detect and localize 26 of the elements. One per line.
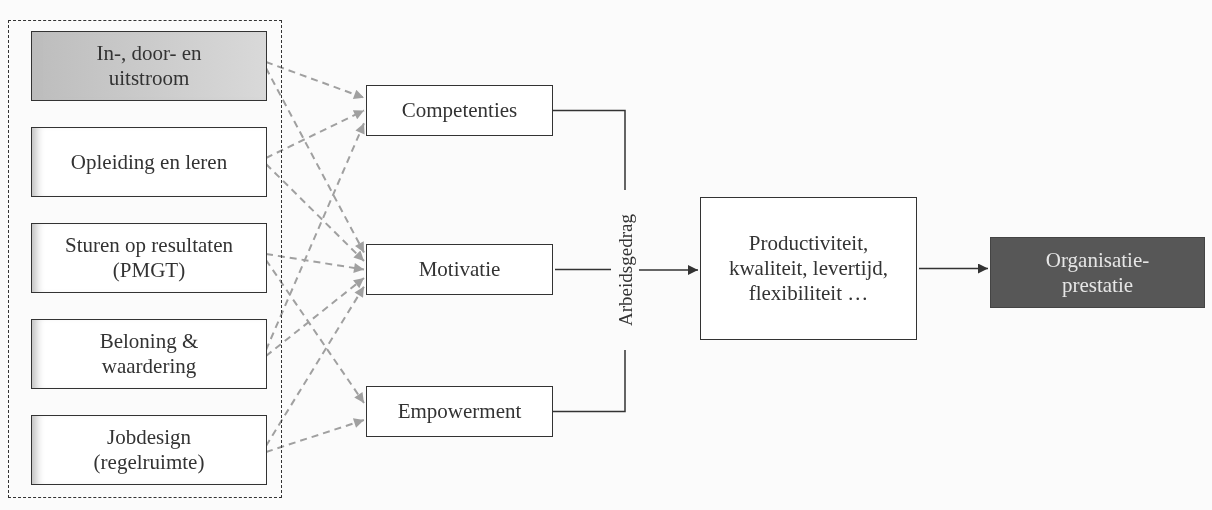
process-box: Competenties (366, 85, 553, 136)
process-box: Jobdesign (regelruimte) (31, 415, 267, 485)
process-box: Sturen op resultaten (PMGT) (31, 223, 267, 293)
arrow (638, 265, 699, 275)
dashed-arrow (265, 285, 365, 447)
process-box: Productiviteit, kwaliteit, levertijd, flexibiliteit … (700, 197, 917, 340)
connector-line (552, 349, 626, 413)
process-box: Opleiding en leren (31, 127, 267, 197)
dashed-arrow (265, 259, 365, 404)
dashed-arrow (265, 277, 365, 357)
dashed-arrow (265, 163, 365, 262)
process-box: Empowerment (366, 386, 553, 437)
process-box: In-, door- en uitstroom (31, 31, 267, 101)
process-box: Beloning & waardering (31, 319, 267, 389)
arrow (918, 263, 989, 274)
dashed-arrow (265, 418, 365, 453)
result-box: Organisatie- prestatie (990, 237, 1205, 308)
dashed-arrow (265, 67, 365, 254)
dashed-arrow (265, 61, 365, 99)
dashed-arrow (265, 122, 365, 351)
connector-line (554, 268, 612, 271)
process-box: Motivatie (366, 244, 553, 295)
connector-line (552, 109, 626, 191)
dashed-arrow (265, 253, 365, 273)
dashed-arrow (265, 109, 365, 159)
dashed-group-frame (8, 20, 282, 498)
